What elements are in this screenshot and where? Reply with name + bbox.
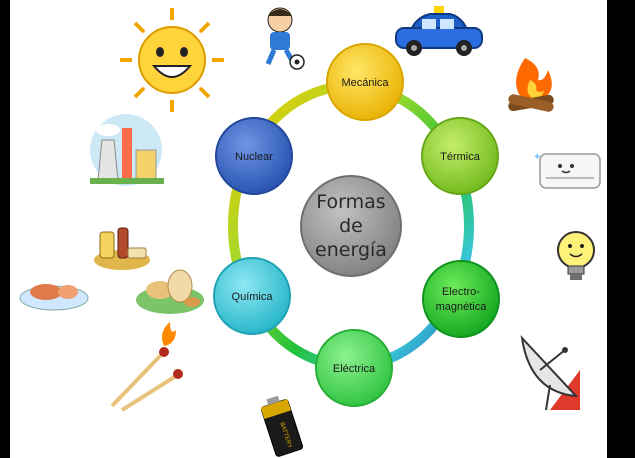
center-label-line1: Formas bbox=[316, 191, 385, 213]
center-label-line2: de bbox=[339, 215, 363, 237]
node-mecanica-label: Mecánica bbox=[341, 77, 389, 89]
node-electromagnetica-label-line2: magnética bbox=[436, 301, 488, 313]
car-illustration bbox=[395, 6, 483, 56]
node-electromagnetica-label-line1: Electro- bbox=[442, 286, 480, 298]
matches-illustration bbox=[110, 322, 183, 412]
air-conditioner-illustration: ✦ bbox=[533, 152, 601, 189]
center-node: Formas de energía bbox=[300, 175, 402, 277]
satellite-dish-illustration bbox=[520, 334, 580, 411]
node-electrica: Eléctrica bbox=[315, 329, 393, 407]
nuclear-plant-illustration bbox=[90, 114, 164, 186]
node-quimica-label: Química bbox=[232, 291, 274, 303]
sun-illustration bbox=[120, 8, 224, 112]
diagram-panel: Formas de energía Mecánica Térmica Elect… bbox=[10, 0, 607, 458]
node-electrica-label: Eléctrica bbox=[333, 363, 376, 375]
node-termica-label: Térmica bbox=[440, 151, 481, 163]
energy-forms-diagram: Formas de energía Mecánica Térmica Elect… bbox=[19, 6, 601, 457]
battery-illustration: BATTERY bbox=[260, 395, 304, 457]
campfire-illustration bbox=[508, 58, 554, 112]
center-label-line3: energía bbox=[315, 239, 387, 261]
meat-plate-illustration bbox=[19, 284, 89, 311]
node-nuclear-label: Nuclear bbox=[235, 151, 273, 163]
sparkle-icon: ✦ bbox=[533, 152, 541, 163]
bread-basket-illustration bbox=[136, 269, 204, 314]
node-termica: Térmica bbox=[421, 117, 499, 195]
node-electromagnetica: Electro- magnética bbox=[422, 260, 500, 338]
lightbulb-illustration bbox=[557, 231, 595, 280]
node-quimica: Química bbox=[213, 257, 291, 335]
bottles-illustration bbox=[94, 227, 150, 270]
node-mecanica: Mecánica bbox=[326, 43, 404, 121]
soccer-player-illustration bbox=[265, 7, 305, 70]
node-nuclear: Nuclear bbox=[215, 117, 293, 195]
